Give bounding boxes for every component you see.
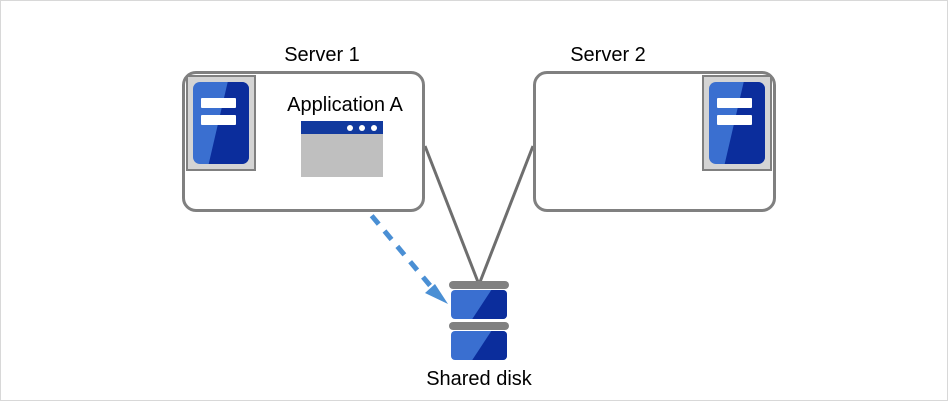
disk-platter-upper — [451, 290, 507, 319]
server-icon-bar-top — [200, 97, 236, 109]
window-dot-maximize — [359, 125, 365, 131]
dashed-arrow-head — [425, 284, 448, 304]
disk-platter-shade — [472, 331, 507, 360]
server2-title: Server 2 — [570, 44, 646, 66]
server1-icon — [186, 75, 256, 171]
server-icon-body — [709, 82, 765, 164]
application-window-icon — [301, 121, 383, 177]
server-icon-bar-top — [716, 97, 752, 109]
disk-platter-lower — [451, 331, 507, 360]
connector-server1-to-disk — [423, 145, 480, 283]
application-window-titlebar — [301, 121, 383, 134]
connector-server2-to-disk — [478, 145, 535, 283]
disk-cap-top — [449, 281, 509, 289]
shared-disk-label: Shared disk — [426, 368, 532, 390]
server2-icon — [702, 75, 772, 171]
disk-platter-shade — [472, 290, 507, 319]
application-a-label: Application A — [287, 94, 403, 116]
shared-disk-icon — [449, 281, 509, 365]
server-icon-bar-bottom — [716, 114, 752, 126]
window-dot-close — [371, 125, 377, 131]
server-icon-bar-bottom — [200, 114, 236, 126]
window-dot-minimize — [347, 125, 353, 131]
server-icon-body — [193, 82, 249, 164]
disk-cap-middle — [449, 322, 509, 330]
server1-title: Server 1 — [284, 44, 360, 66]
